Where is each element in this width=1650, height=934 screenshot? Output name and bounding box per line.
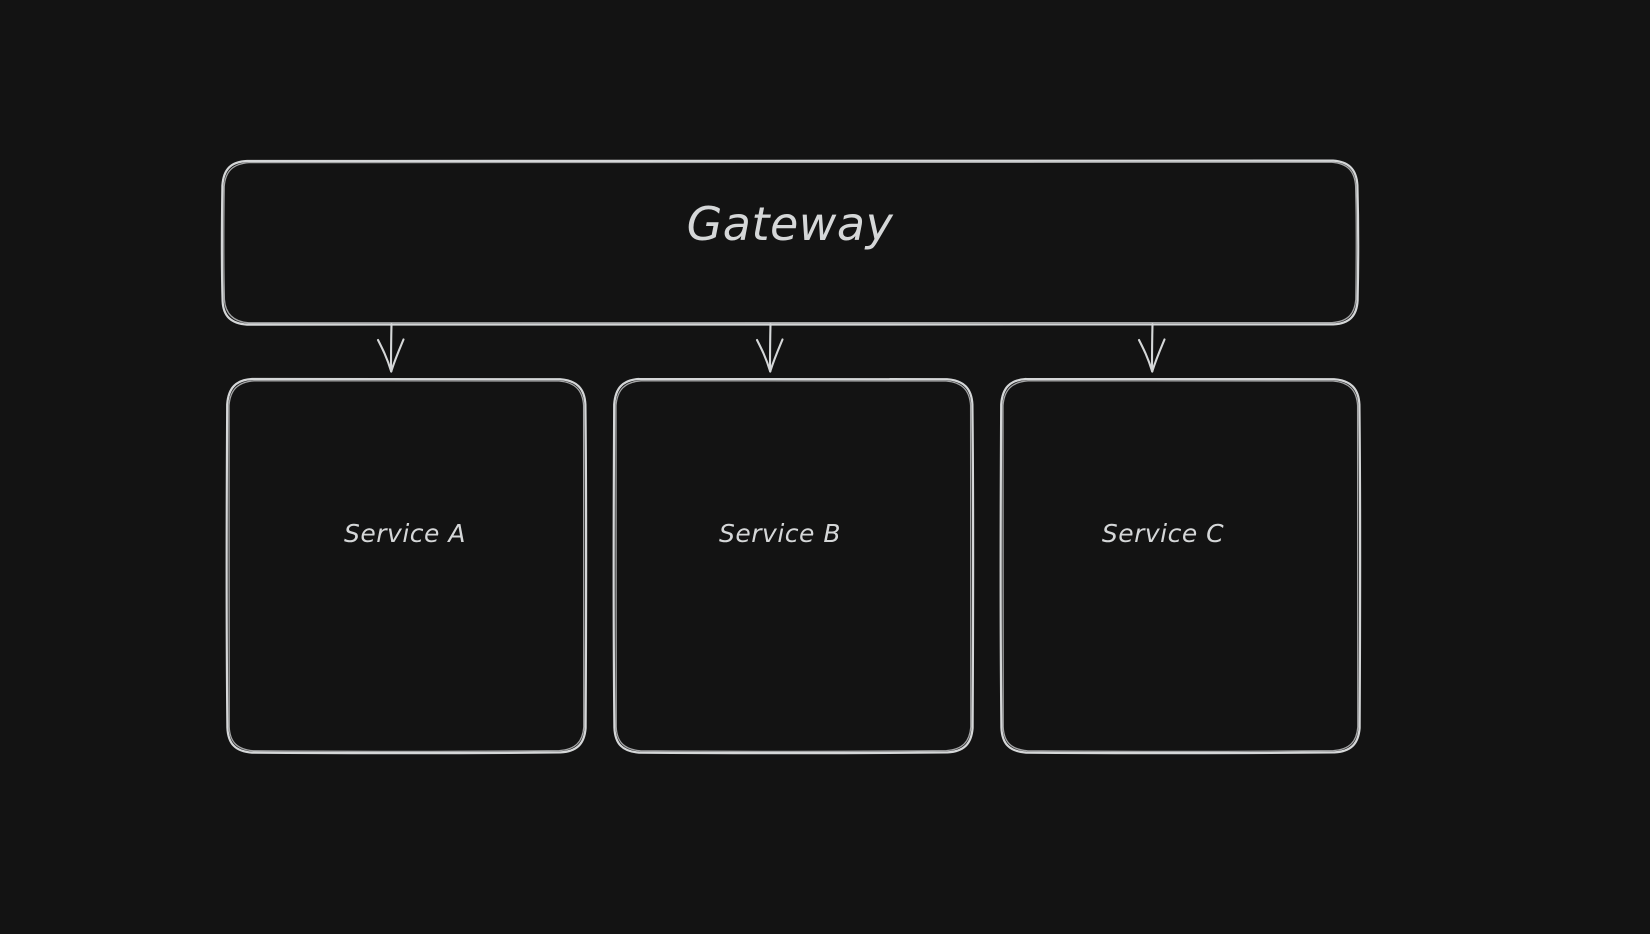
edge-gateway-service-b[interactable] bbox=[755, 322, 784, 373]
node-service-b-shape[interactable] bbox=[612, 377, 975, 755]
node-service-a-shape[interactable] bbox=[225, 377, 588, 755]
edge-gateway-service-a[interactable] bbox=[376, 322, 405, 373]
edge-gateway-service-c[interactable] bbox=[1137, 322, 1166, 373]
node-service-c-shape[interactable] bbox=[999, 377, 1362, 755]
node-gateway-shape[interactable] bbox=[220, 159, 1360, 327]
